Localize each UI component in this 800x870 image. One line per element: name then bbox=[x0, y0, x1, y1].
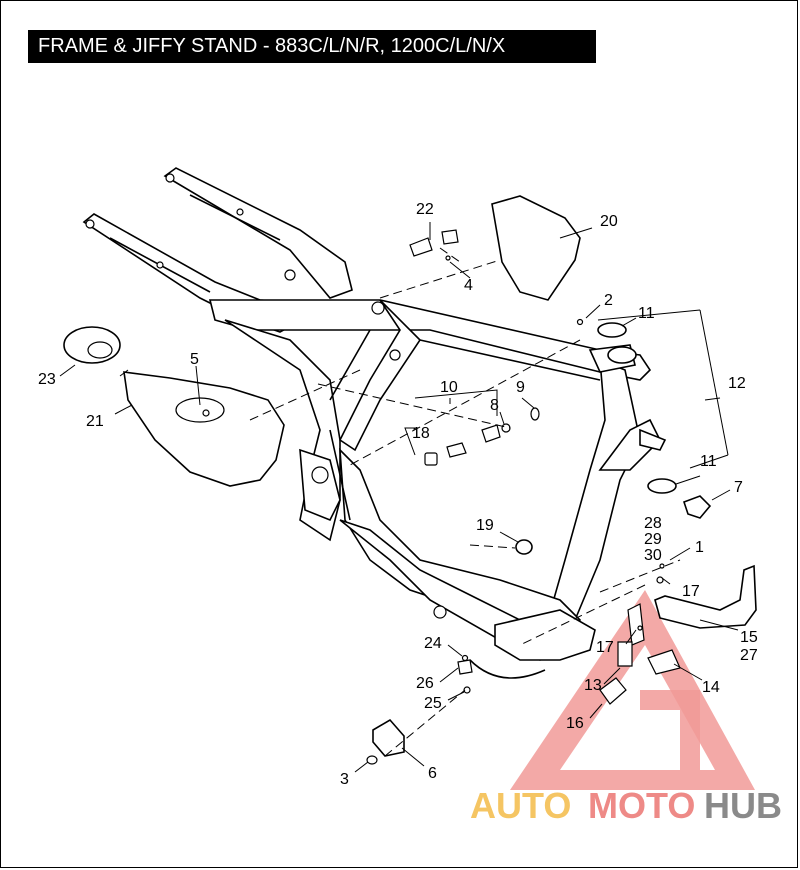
callout-10: 10 bbox=[440, 379, 458, 396]
lower-small-parts bbox=[366, 654, 546, 765]
watermark-moto: MOTO bbox=[588, 785, 695, 826]
watermark-wordmark: AUTO MOTO HUB bbox=[470, 785, 782, 826]
part-19-plug bbox=[515, 539, 533, 555]
callout-17-left: 17 bbox=[596, 639, 614, 656]
callout-5: 5 bbox=[190, 351, 199, 368]
callouts: 1 2 3 4 5 6 7 8 9 10 11 11 12 13 14 15 1… bbox=[38, 201, 758, 788]
callout-30: 30 bbox=[644, 547, 662, 564]
callout-12: 12 bbox=[728, 375, 746, 392]
callout-18: 18 bbox=[412, 425, 430, 442]
callout-21: 21 bbox=[86, 413, 104, 430]
callout-23: 23 bbox=[38, 371, 56, 388]
callout-9: 9 bbox=[516, 379, 525, 396]
callout-15: 15 bbox=[740, 629, 758, 646]
callout-6: 6 bbox=[428, 765, 437, 782]
watermark-arrow-icon bbox=[640, 690, 700, 770]
watermark-auto: AUTO bbox=[470, 785, 571, 826]
callout-16: 16 bbox=[566, 715, 584, 732]
callout-25: 25 bbox=[424, 695, 442, 712]
callout-1: 1 bbox=[695, 539, 704, 556]
watermark-triangle-icon bbox=[510, 590, 755, 790]
callout-8: 8 bbox=[490, 397, 499, 414]
callout-29: 29 bbox=[644, 531, 662, 548]
main-frame bbox=[208, 299, 667, 661]
callout-2: 2 bbox=[604, 292, 613, 309]
callout-24: 24 bbox=[424, 635, 442, 652]
callout-7: 7 bbox=[734, 479, 743, 496]
leader-lines bbox=[59, 222, 739, 773]
callout-13: 13 bbox=[584, 677, 602, 694]
fork-lock-assembly bbox=[424, 407, 540, 466]
callout-27: 27 bbox=[740, 647, 758, 664]
callout-26: 26 bbox=[416, 675, 434, 692]
callout-19: 19 bbox=[476, 517, 494, 534]
watermark-logo-icon bbox=[510, 590, 755, 790]
part-22-clips bbox=[409, 229, 459, 257]
watermark-hub: HUB bbox=[704, 785, 782, 826]
callout-11-upper: 11 bbox=[638, 305, 655, 322]
part-20-cover bbox=[491, 195, 581, 301]
callout-17-right: 17 bbox=[682, 583, 700, 600]
part-11-bearing-upper bbox=[597, 322, 627, 338]
callout-4: 4 bbox=[464, 277, 473, 294]
callout-11-lower: 11 bbox=[700, 453, 717, 470]
title-bar: FRAME & JIFFY STAND - 883C/L/N/R, 1200C/… bbox=[28, 30, 596, 63]
part-7-clamp bbox=[682, 495, 712, 519]
part-21-side-cover bbox=[123, 371, 285, 487]
part-11-bearing-lower bbox=[647, 478, 677, 494]
page-title: FRAME & JIFFY STAND - 883C/L/N/R, 1200C/… bbox=[38, 35, 506, 57]
callout-14: 14 bbox=[702, 679, 720, 696]
jiffy-stand-assembly bbox=[599, 563, 757, 705]
callout-20: 20 bbox=[600, 213, 618, 230]
callout-3: 3 bbox=[340, 771, 349, 788]
callout-28: 28 bbox=[644, 515, 662, 532]
callout-22: 22 bbox=[416, 201, 434, 218]
